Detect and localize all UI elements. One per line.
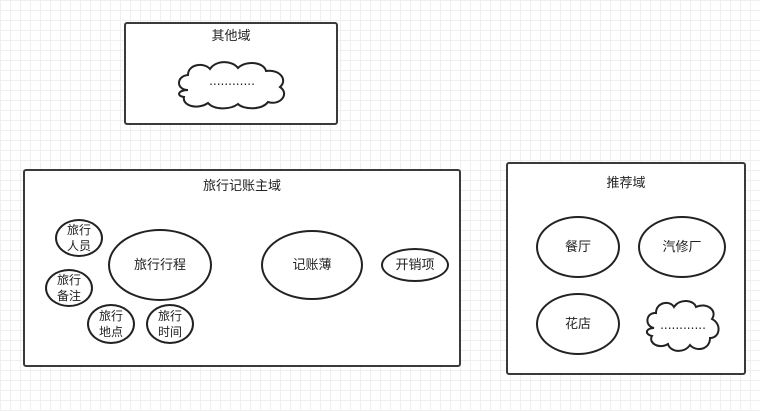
travel-location-node: 旅行 地点 bbox=[87, 304, 135, 344]
travel-location-label: 旅行 地点 bbox=[98, 309, 123, 339]
recommend-domain-cloud-label: ............ bbox=[660, 318, 706, 332]
recommend-domain-cloud: ............ bbox=[644, 298, 722, 354]
auto-repair-node: 汽修厂 bbox=[638, 216, 726, 278]
recommend-domain-box: 推荐域 餐厅 汽修厂 花店 ............ bbox=[506, 162, 746, 375]
travel-itinerary-node: 旅行行程 bbox=[108, 229, 212, 301]
travel-notes-label: 旅行 备注 bbox=[56, 273, 81, 303]
travel-itinerary-label: 旅行行程 bbox=[133, 257, 186, 273]
expense-item-node: 开销项 bbox=[381, 248, 449, 282]
travel-domain-box: 旅行记账主域 旅行 人员 旅行 备注 旅行 地点 旅行 时间 旅行行程 记账薄 … bbox=[23, 169, 461, 367]
travel-people-label: 旅行 人员 bbox=[66, 223, 91, 253]
expense-item-label: 开销项 bbox=[395, 257, 435, 273]
other-domain-box: 其他域 ............ bbox=[124, 22, 338, 125]
other-domain-cloud-label: ............ bbox=[209, 74, 255, 88]
travel-time-label: 旅行 时间 bbox=[157, 309, 182, 339]
flower-shop-label: 花店 bbox=[564, 316, 591, 332]
flower-shop-node: 花店 bbox=[536, 293, 620, 355]
travel-notes-node: 旅行 备注 bbox=[45, 269, 93, 307]
recommend-domain-title: 推荐域 bbox=[606, 176, 646, 191]
travel-people-node: 旅行 人员 bbox=[55, 219, 103, 257]
travel-domain-title: 旅行记账主域 bbox=[202, 179, 281, 194]
other-domain-cloud: ............ bbox=[174, 60, 290, 110]
restaurant-label: 餐厅 bbox=[564, 239, 591, 255]
travel-time-node: 旅行 时间 bbox=[146, 304, 194, 344]
ledger-label: 记账薄 bbox=[292, 257, 332, 273]
restaurant-node: 餐厅 bbox=[536, 216, 620, 278]
other-domain-title: 其他域 bbox=[211, 29, 251, 44]
ledger-node: 记账薄 bbox=[261, 230, 363, 300]
auto-repair-label: 汽修厂 bbox=[662, 239, 702, 255]
